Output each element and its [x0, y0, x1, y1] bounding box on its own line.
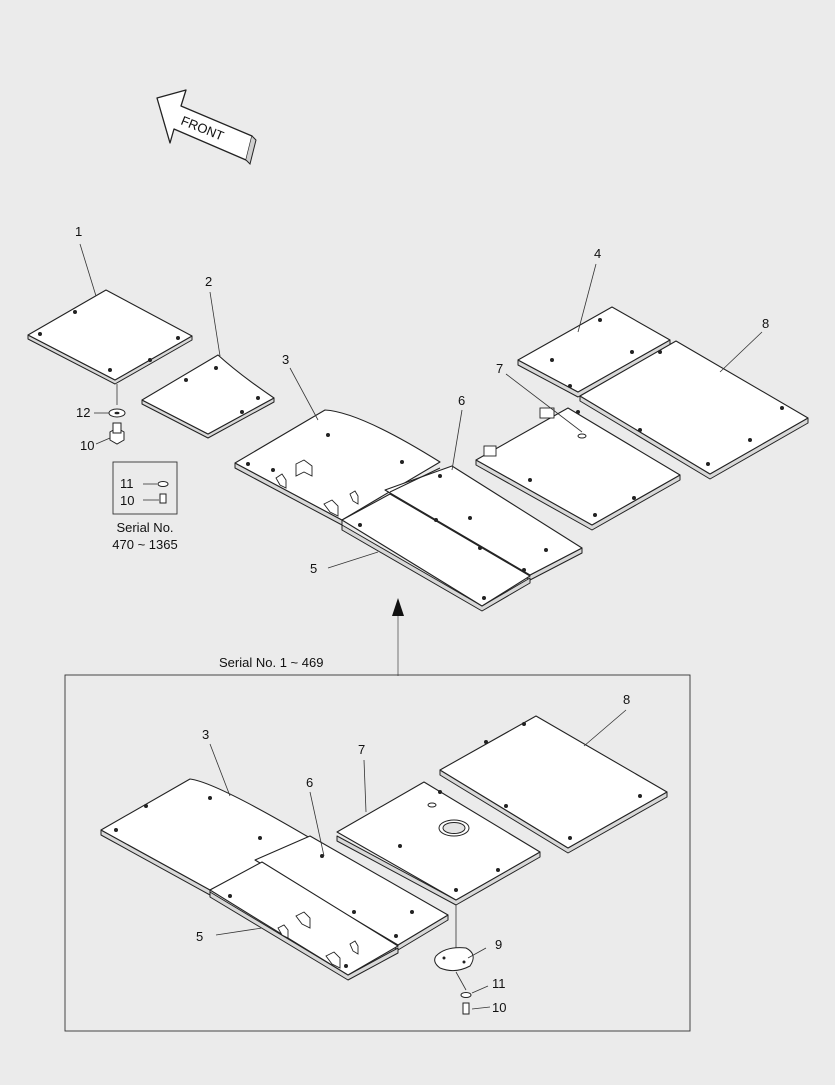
washer-and-bolt	[108, 384, 126, 445]
front-arrow: FRONT	[156, 89, 257, 165]
callout-4: 4	[594, 246, 601, 261]
lower-callout-10: 10	[492, 1000, 506, 1015]
cover-plate-9	[434, 905, 474, 1015]
callout-1: 1	[75, 224, 82, 239]
inset-serial-line2: 470 ~ 1365	[112, 537, 177, 552]
callout-2: 2	[205, 274, 212, 289]
lower-leaders	[209, 709, 627, 1010]
lower-callout-9: 9	[495, 937, 502, 952]
inset-callout-11: 11	[120, 476, 134, 491]
lower-part-7-cover	[336, 781, 541, 906]
lower-callout-3: 3	[202, 727, 209, 742]
part-8-cover	[579, 340, 809, 480]
part-3-cover	[234, 409, 441, 526]
inset-callout-10: 10	[120, 493, 134, 508]
callout-labels: 1 2 3 4 5 6 7 8 12 10 11 10 Serial No. 4…	[75, 224, 769, 1015]
lower-part-8-cover	[439, 715, 668, 854]
lower-callout-11: 11	[492, 976, 506, 991]
callout-12: 12	[76, 405, 90, 420]
inset-serial-line1: Serial No.	[116, 520, 173, 535]
upgrade-arrow	[392, 598, 404, 676]
callout-7: 7	[496, 361, 503, 376]
part-1-cover	[27, 289, 193, 385]
part-5-cover	[341, 493, 531, 612]
callout-5: 5	[310, 561, 317, 576]
part-7-cover	[475, 407, 681, 531]
part-6-cover	[384, 465, 583, 581]
callout-8: 8	[762, 316, 769, 331]
callout-6: 6	[458, 393, 465, 408]
lower-callout-5: 5	[196, 929, 203, 944]
callout-3: 3	[282, 352, 289, 367]
callout-10: 10	[80, 438, 94, 453]
lower-part-5-cover	[209, 861, 399, 981]
serial-1-469-box	[64, 674, 691, 1032]
lower-callout-6: 6	[306, 775, 313, 790]
upper-leaders	[79, 243, 763, 569]
lower-box-label: Serial No. 1 ~ 469	[219, 655, 323, 670]
lower-callout-8: 8	[623, 692, 630, 707]
lower-callout-7: 7	[358, 742, 365, 757]
part-2-cover	[141, 354, 275, 439]
serial-inset-box	[112, 461, 178, 515]
